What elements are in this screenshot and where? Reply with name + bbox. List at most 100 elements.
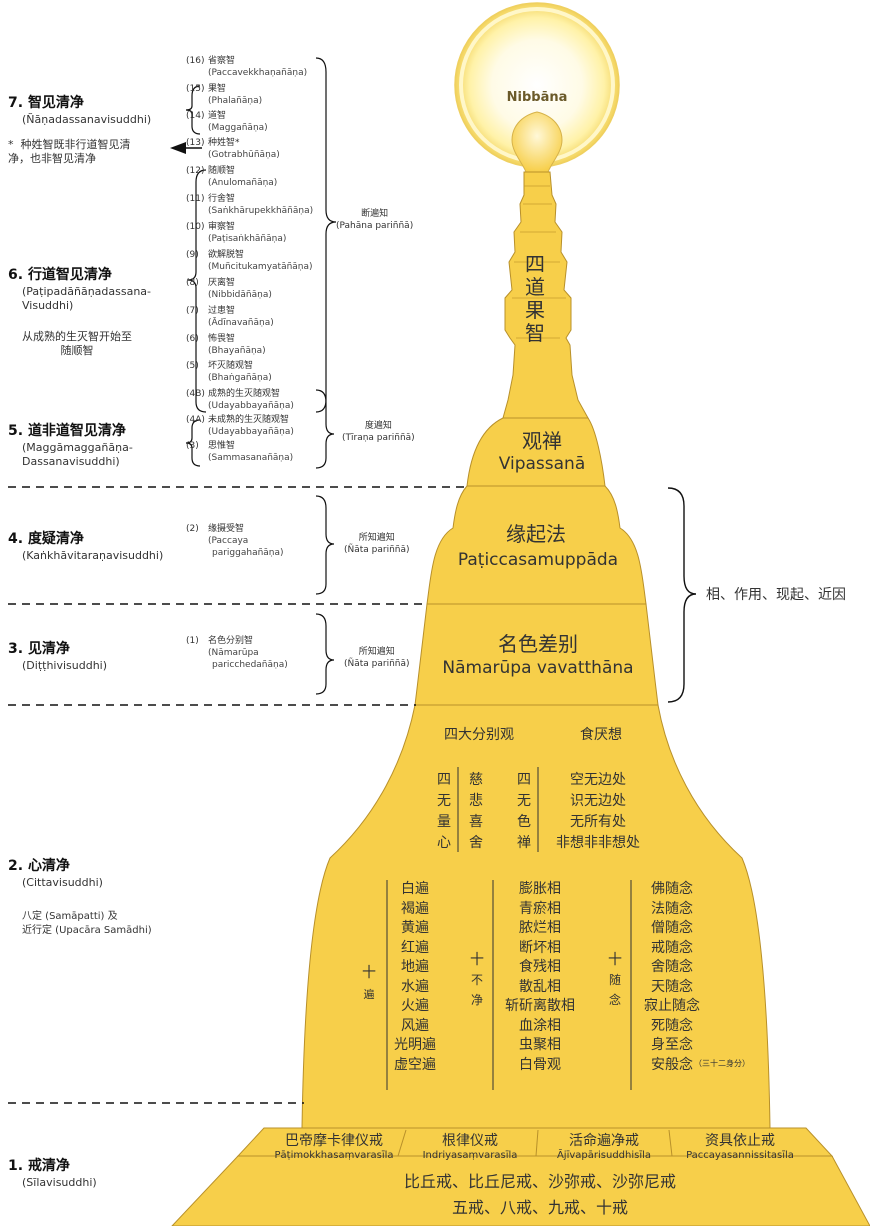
list-item: 舍随念 [651, 959, 693, 975]
knowledge-number: (9) [186, 250, 199, 260]
patimokkha-cell: 巴帝摩卡律仪戒 Pāṭimokkhasaṃvarasīla [266, 1130, 402, 1161]
label-char: 十 [470, 952, 484, 968]
knowledge-name: 成熟的生灭随观智 [208, 389, 281, 399]
brace-pahana [315, 57, 337, 413]
label-char: 色 [517, 814, 531, 830]
list-item: 虚空遍 [394, 1056, 436, 1073]
knowledge-name: 果智 [208, 84, 227, 94]
brace-nata2 [315, 613, 335, 695]
sila-base-line1: 比丘戒、比丘尼戒、沙弥戒、沙弥尼戒 [403, 1172, 676, 1191]
indriya-cell: 根律仪戒 Indriyasaṃvarasīla [404, 1130, 536, 1161]
stage-name: 智见清净 [27, 95, 84, 111]
label-char: 四 [517, 772, 531, 788]
parinna-pali: (Ñāta pariññā) [344, 545, 410, 555]
list-item: 火遍 [401, 998, 429, 1014]
note-line: 八定 (Samāpatti) 及 [22, 911, 118, 922]
vipassana-zh: 观禅 [522, 429, 562, 453]
stage-name: 行道智见清净 [27, 267, 112, 283]
knowledge-number: (15) [186, 84, 205, 94]
knowledge-pali: paricchedañāṇa) [212, 660, 288, 670]
paticca-zh: 缘起法 [506, 522, 566, 546]
paccaya-cell: 资具依止戒 Paccayasannissitasīla [672, 1130, 808, 1161]
knowledge-pali: pariggahañāṇa) [212, 548, 284, 558]
namarupa-zh: 名色差别 [498, 632, 578, 656]
knowledge-pali: (Phalañāṇa) [208, 96, 263, 106]
parinna-zh: 所知遍知 [358, 533, 395, 543]
stage-4-title: 4. 度疑清净 [8, 528, 84, 548]
four-elements: 四大分别观 [444, 727, 514, 743]
label-char: 遍 [363, 988, 375, 1001]
stage-7-pali: (Ñāṇadassanavisuddhi) [22, 113, 152, 126]
label-char: 净 [470, 993, 483, 1007]
brace-right-large [667, 487, 697, 703]
knowledge-number: (7) [186, 306, 199, 316]
label-char: 无 [437, 793, 451, 809]
list-item: 斩斫离散相 [505, 998, 575, 1014]
knowledge-pali: (Bhaṅgañāṇa) [208, 373, 272, 383]
knowledge-pali: (Nāmarūpa [208, 648, 259, 658]
label-char: 心 [437, 835, 451, 851]
parinna-zh: 所知遍知 [358, 647, 395, 657]
knowledge-pali: (Ādīnavañāṇa) [208, 318, 274, 328]
label-char: 随 [608, 973, 621, 987]
ajiva-cell: 活命遍净戒 Ājīvapārisuddhisīla [538, 1130, 670, 1161]
magga-phala-char: 道 [525, 275, 545, 299]
parinna-zh: 断遍知 [361, 209, 389, 219]
sila-base-line2: 五戒、八戒、九戒、十戒 [451, 1198, 628, 1217]
knowledge-name: 随顺智 [208, 166, 236, 176]
parinna-pali: (Tīraṇa pariññā) [342, 433, 415, 443]
knowledge-number: (11) [186, 194, 205, 204]
list-item: 识无边处 [570, 793, 626, 809]
list-item: 膨胀相 [519, 881, 561, 897]
list-item: 戒随念 [651, 939, 693, 956]
note-line: 种姓智既非行道智见清 [20, 138, 131, 151]
knowledge-pali: (Udayabbayañāṇa) [208, 401, 294, 411]
knowledge-number: (14) [186, 111, 205, 121]
knowledge-name: 未成熟的生灭随观智 [208, 415, 290, 425]
label-char: 念 [608, 993, 621, 1007]
stage-5-pali: (Maggāmaggañāṇa- [22, 441, 133, 454]
stage-number: 3. [8, 641, 24, 657]
list-item: 安般念 [651, 1056, 693, 1073]
list-item: 僧随念 [651, 920, 693, 936]
list-item: 红遍 [401, 939, 429, 956]
parinna-pali: (Ñāta pariññā) [344, 659, 410, 669]
knowledge-name: 道智 [208, 111, 227, 121]
nata-parinna-2: 所知遍知 (Ñāta pariññā) [344, 646, 410, 670]
parinna-pali: (Pahāna pariññā) [336, 221, 414, 231]
list-item: 黄遍 [401, 920, 429, 936]
list-item: 佛随念 [651, 881, 693, 897]
knowledge-number: (4A) [186, 415, 205, 425]
knowledge-name: 审察智 [208, 222, 236, 232]
stage-name: 戒清净 [27, 1158, 70, 1174]
sila-zh: 巴帝摩卡律仪戒 [285, 1133, 383, 1149]
knowledge-pali: (Bhayañāṇa) [208, 346, 266, 356]
knowledge-name: 厌离智 [208, 278, 236, 288]
food-repulsive: 食厌想 [580, 727, 622, 743]
sila-pali: Pāṭimokkhasaṃvarasīla [274, 1150, 394, 1161]
knowledge-name: 过患智 [208, 306, 236, 316]
brace-stage6 [187, 169, 207, 413]
sila-pali: Paccayasannissitasīla [686, 1150, 794, 1161]
asubha-label: 十 不 净 [468, 950, 486, 1010]
note-line: 净，也非智见清净 [8, 152, 96, 165]
label-char: 量 [437, 814, 451, 830]
brace-tirana [315, 389, 335, 469]
magga-phala-char: 果 [525, 298, 545, 322]
list-item: 水遍 [401, 978, 429, 995]
stage-7-title: 7. 智见清净 [8, 92, 84, 112]
list-item: 断坏相 [519, 939, 561, 956]
list-item: 寂止随念 [644, 998, 700, 1014]
sila-pali: Ājīvapārisuddhisīla [556, 1150, 652, 1161]
knowledge-pali: (Nibbidāñāṇa) [208, 290, 272, 300]
sila-zh: 资具依止戒 [705, 1133, 775, 1149]
four-immeasurables-label: 四 无 量 心 [434, 770, 454, 854]
stage-5-title: 5. 道非道智见清净 [8, 420, 126, 440]
list-item: 喜 [469, 814, 483, 830]
note-line: 随顺智 [60, 344, 94, 357]
brace-right-label: 相、作用、现起、近因 [706, 587, 846, 603]
sila-base [171, 1155, 870, 1226]
stage-number: 2. [8, 858, 24, 874]
note-line: 从成熟的生灭智开始至 [22, 330, 132, 343]
list-item: 白骨观 [519, 1056, 561, 1073]
